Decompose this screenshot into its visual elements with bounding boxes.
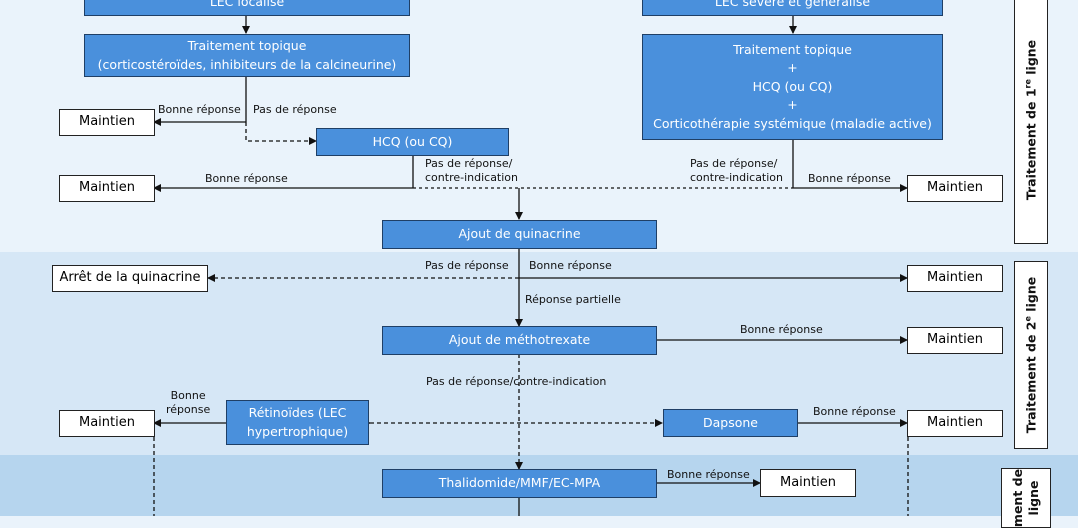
node-maintien-6-label: Maintien <box>79 415 135 431</box>
section-first-line-label: Traitement de 1re ligne <box>1023 40 1038 200</box>
label-bonne-reponse-6-line2: réponse <box>166 403 211 417</box>
node-lec-severe: LEC sévère et généralisé <box>642 0 943 16</box>
node-maintien-6: Maintien <box>59 410 155 437</box>
node-methotrexate-label: Ajout de méthotrexate <box>448 332 591 348</box>
label-reponse-partielle: Réponse partielle <box>525 293 621 306</box>
section-second-line-label: Traitement de 2e ligne <box>1023 277 1038 433</box>
node-maintien-7-label: Maintien <box>927 415 983 431</box>
label-bonne-reponse-3: Bonne réponse <box>808 172 891 185</box>
node-hcq: HCQ (ou CQ) <box>316 128 509 156</box>
section-first-line-sup: re <box>1023 79 1033 89</box>
label-bonne-reponse-2: Bonne réponse <box>205 172 288 185</box>
section-second-line-end: ligne <box>1023 276 1039 317</box>
section-first-line: Traitement de 1re ligne <box>1014 0 1048 244</box>
label-bonne-reponse-4: Bonne réponse <box>529 259 612 272</box>
node-maintien-7: Maintien <box>907 410 1003 437</box>
node-arret-quinacrine: Arrêt de la quinacrine <box>52 265 208 292</box>
label-bonne-reponse-6: Bonne réponse <box>166 389 210 418</box>
node-retinoides: Rétinoïdes (LEC hypertrophique) <box>226 400 369 445</box>
node-dapsone: Dapsone <box>663 409 798 437</box>
edge-topique-hcq <box>245 122 317 145</box>
label-bonne-reponse-5: Bonne réponse <box>740 323 823 336</box>
node-quinacrine: Ajout de quinacrine <box>382 220 657 249</box>
node-retinoides-line1: Rétinoïdes (LEC <box>248 405 347 421</box>
label-pas-contre-right-line2: contre-indication <box>690 171 784 185</box>
node-maintien-1-label: Maintien <box>79 114 135 130</box>
node-thalidomide: Thalidomide/MMF/EC-MPA <box>382 469 657 498</box>
label-pas-de-reponse-2: Pas de réponse <box>425 259 509 272</box>
section-first-line-text: Traitement de 1 <box>1023 88 1039 201</box>
node-topique-severe-line2: HCQ (ou CQ) <box>752 78 833 94</box>
label-pas-contre-right-line1: Pas de réponse/ <box>690 157 778 170</box>
node-hcq-label: HCQ (ou CQ) <box>372 133 453 149</box>
section-third-line-label: ment de ligne <box>1010 469 1043 527</box>
section-second-line: Traitement de 2e ligne <box>1014 261 1048 449</box>
node-topique-localise: Traitement topique (corticostéroïdes, in… <box>84 34 410 77</box>
node-maintien-2-label: Maintien <box>79 180 135 196</box>
label-pas-contre-right: Pas de réponse/ contre-indication <box>690 157 783 186</box>
label-pas-contre-left: Pas de réponse/ contre-indication <box>425 157 518 186</box>
connector-layer <box>153 15 909 516</box>
label-bonne-reponse-1: Bonne réponse <box>158 103 241 116</box>
node-retinoides-line2: hypertrophique) <box>246 423 349 439</box>
node-lec-localise: LEC localisé <box>84 0 410 16</box>
node-topique-severe-plus2: + <box>787 97 798 113</box>
label-pas-contre-left-line1: Pas de réponse/ <box>425 157 513 170</box>
node-topique-localise-line1: Traitement topique <box>187 38 307 54</box>
node-dapsone-label: Dapsone <box>703 414 758 430</box>
node-quinacrine-label: Ajout de quinacrine <box>458 226 581 242</box>
node-maintien-3-label: Maintien <box>927 180 983 196</box>
node-arret-quinacrine-label: Arrêt de la quinacrine <box>59 270 201 286</box>
label-pas-de-reponse-1: Pas de réponse <box>253 103 337 116</box>
node-topique-localise-line2: (corticostéroïdes, inhibiteurs de la cal… <box>97 56 397 72</box>
label-pas-contre-left-line2: contre-indication <box>425 171 519 185</box>
label-bonne-reponse-6-line1: Bonne <box>170 389 206 402</box>
node-topique-severe: Traitement topique + HCQ (ou CQ) + Corti… <box>642 34 943 140</box>
node-maintien-5: Maintien <box>907 327 1003 354</box>
section-third-line-line2: ligne <box>1026 480 1041 516</box>
section-third-line-line1: ment de <box>1009 468 1025 528</box>
section-third-line: ment de ligne <box>1001 468 1051 528</box>
section-second-line-sup: e <box>1023 316 1033 322</box>
node-topique-severe-line1: Traitement topique <box>733 41 852 57</box>
node-thalidomide-label: Thalidomide/MMF/EC-MPA <box>438 475 601 491</box>
section-second-line-text: Traitement de 2 <box>1023 321 1039 434</box>
label-bonne-reponse-7: Bonne réponse <box>813 405 896 418</box>
node-lec-localise-label: LEC localisé <box>209 0 285 9</box>
node-maintien-8-label: Maintien <box>780 474 836 490</box>
node-lec-severe-label: LEC sévère et généralisé <box>714 0 871 9</box>
node-maintien-4-label: Maintien <box>927 270 983 286</box>
node-topique-severe-plus1: + <box>787 60 798 76</box>
label-pas-contre-center: Pas de réponse/contre-indication <box>426 375 607 388</box>
node-maintien-8: Maintien <box>760 469 856 497</box>
node-maintien-3: Maintien <box>907 175 1003 202</box>
label-bonne-reponse-8: Bonne réponse <box>667 468 750 481</box>
node-methotrexate: Ajout de méthotrexate <box>382 326 657 355</box>
node-maintien-4: Maintien <box>907 265 1003 292</box>
node-maintien-1: Maintien <box>59 109 155 136</box>
node-maintien-2: Maintien <box>59 175 155 202</box>
section-first-line-end: ligne <box>1023 39 1039 80</box>
node-maintien-5-label: Maintien <box>927 332 983 348</box>
node-topique-severe-line3: Corticothérapie systémique (maladie acti… <box>653 115 932 131</box>
